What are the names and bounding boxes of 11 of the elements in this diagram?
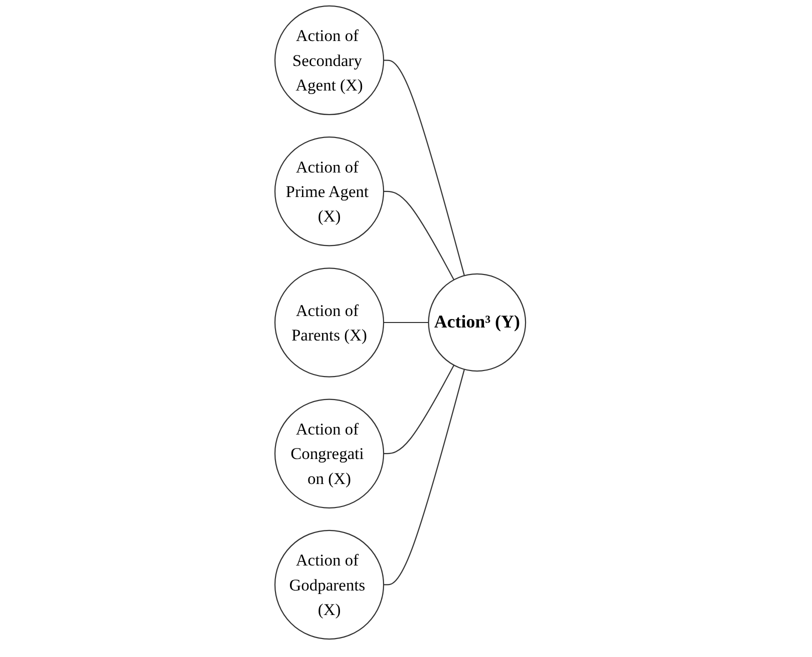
node-circle: Action of Prime Agent (X) [274,136,384,246]
connector [383,190,454,280]
connector [383,322,428,324]
connector [383,364,454,454]
connector [383,369,465,586]
node-circle: Action of Secondary Agent (X) [274,5,384,116]
node-circle: Action of Godparents (X) [274,530,384,640]
node-circle: Action of Parents (X) [274,268,384,378]
node-circle: Action of Congregati on (X) [274,398,384,508]
connector [383,60,465,276]
node-circle: Action³ (Y) [428,273,526,372]
